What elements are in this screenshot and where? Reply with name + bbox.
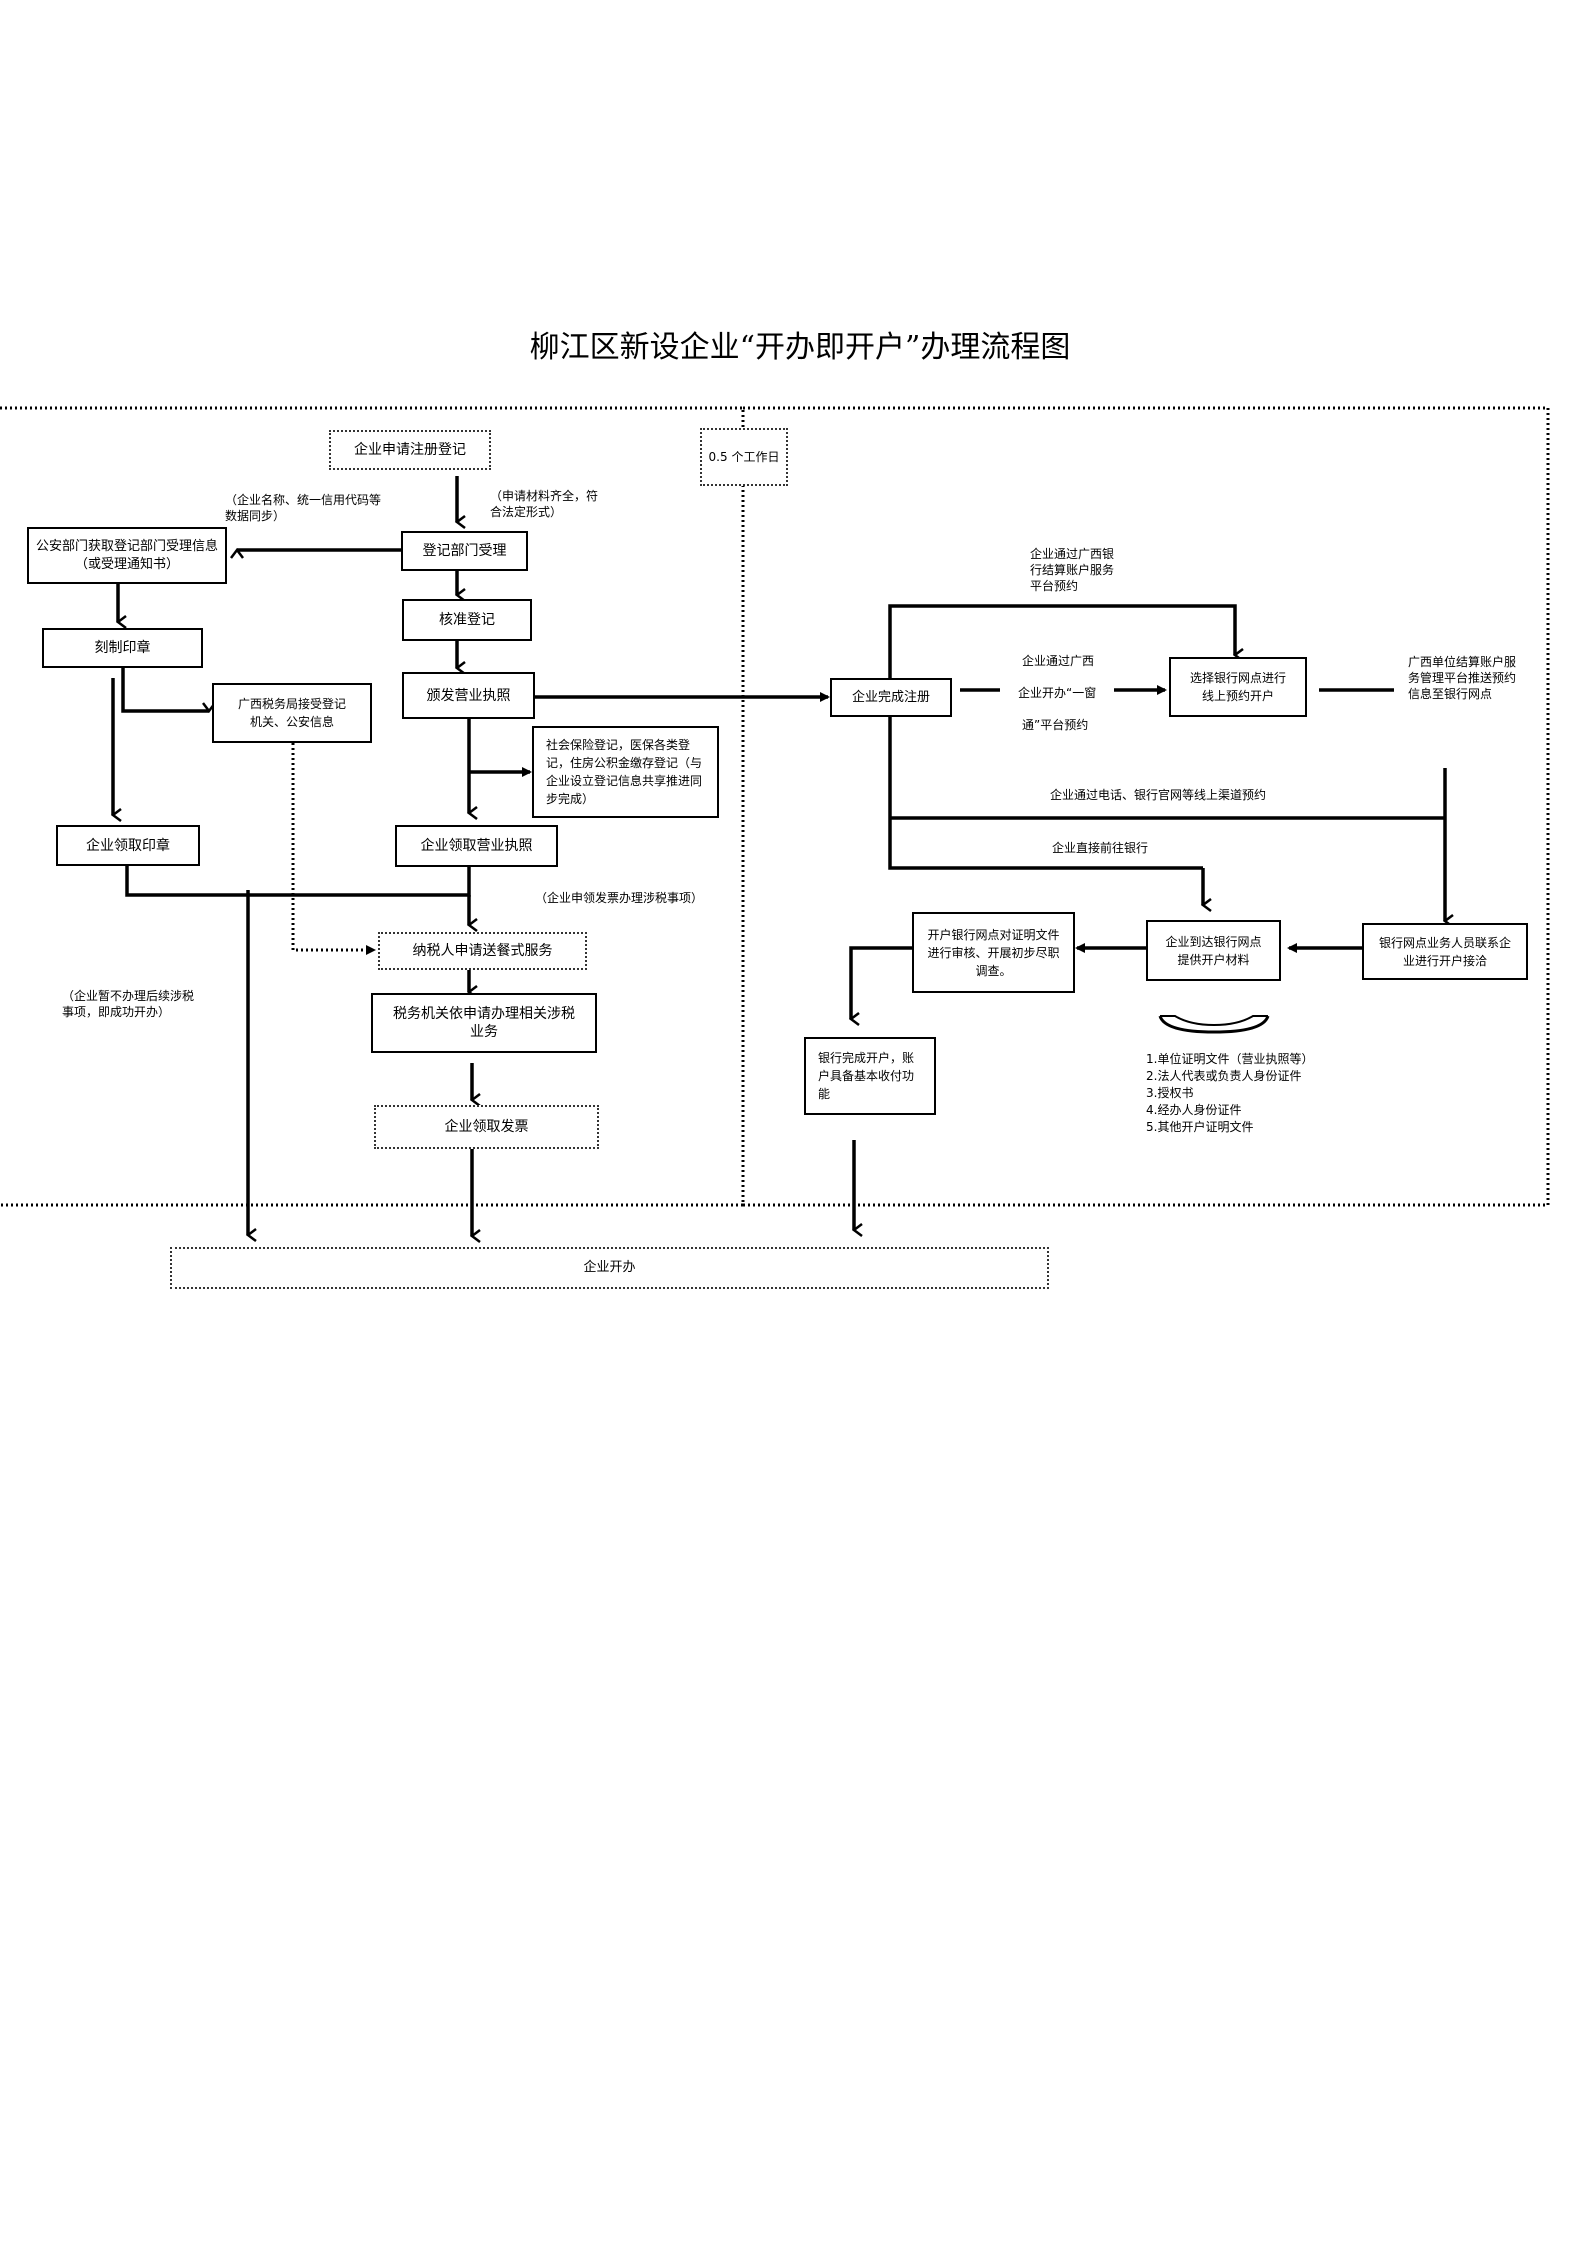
time-limit-label: 0.5 个工作日: [700, 428, 788, 486]
label-one-window-3: 通”平台预约: [1022, 718, 1089, 732]
node-collect-license: 企业领取营业执照: [395, 825, 558, 867]
node-select-branch: 选择银行网点进行线上预约开户: [1169, 657, 1307, 717]
note-data-sync: （企业名称、统一信用代码等数据同步）: [225, 493, 382, 523]
node-tax-business: 税务机关依申请办理相关涉税业务: [371, 993, 597, 1053]
arrow-seal-to-tax-bureau: [121, 668, 209, 711]
materials-item: 4.经办人身份证件: [1146, 1103, 1242, 1117]
note-no-tax-yet: （企业暂不办理后续涉税事项，即成功开办）: [62, 989, 195, 1019]
node-dept-accept: 登记部门受理: [401, 531, 528, 571]
node-approve-register: 核准登记: [402, 599, 532, 641]
materials-item: 1.单位证明文件（营业执照等）: [1146, 1052, 1314, 1066]
materials-list: 1.单位证明文件（营业执照等） 2.法人代表或负责人身份证件 3.授权书 4.经…: [1146, 1051, 1328, 1136]
note-invoice-tax: （企业申领发票办理涉税事项）: [535, 891, 704, 905]
materials-item: 3.授权书: [1146, 1086, 1194, 1100]
node-police-info: 公安部门获取登记部门受理信息（或受理通知书）: [27, 527, 227, 584]
node-bank-staff-contact: 银行网点业务人员联系企业进行开户接洽: [1362, 923, 1528, 980]
label-via-bank-platform: 企业通过广西银行结算账户服务平台预约: [1030, 547, 1115, 593]
node-collect-invoice: 企业领取发票: [374, 1105, 599, 1149]
materials-item: 5.其他开户证明文件: [1146, 1120, 1254, 1134]
node-apply-register: 企业申请注册登记: [329, 430, 491, 470]
label-one-window-2: 企业开办“一窗: [1018, 686, 1097, 700]
arrow-review-to-done: [851, 946, 912, 1019]
node-collect-seal: 企业领取印章: [56, 825, 200, 866]
node-arrive-bank: 企业到达银行网点提供开户材料: [1146, 920, 1281, 981]
note-materials-complete: （申请材料齐全，符合法定形式）: [490, 489, 599, 519]
node-registration-done: 企业完成注册: [830, 678, 952, 717]
left-section-frame: [0, 406, 745, 1207]
node-enterprise-open: 企业开办: [170, 1247, 1049, 1289]
merge-collect-lines: [125, 866, 471, 897]
brace-icon: [1158, 1015, 1270, 1034]
line-registration-down: [888, 717, 1203, 870]
arrow-bank-platform-route: [888, 604, 1235, 678]
page-title: 柳江区新设企业“开办即开户”办理流程图: [529, 330, 1071, 365]
label-one-window-1: 企业通过广西: [1022, 654, 1095, 668]
materials-item: 2.法人代表或负责人身份证件: [1146, 1069, 1302, 1083]
node-taxpayer-service: 纳税人申请送餐式服务: [378, 932, 587, 970]
node-issue-license: 颁发营业执照: [402, 672, 535, 719]
node-bank-review: 开户银行网点对证明文件进行审核、开展初步尽职调查。: [912, 912, 1075, 993]
label-via-phone: 企业通过电话、银行官网等线上渠道预约: [1050, 788, 1267, 802]
label-platform-push: 广西单位结算账户服务管理平台推送预约信息至银行网点: [1408, 655, 1517, 701]
dotted-arrow-tax-bureau-to-service: [291, 743, 376, 955]
node-tax-bureau-receive: 广西税务局接受登记机关、公安信息: [212, 683, 372, 743]
node-social-insurance: 社会保险登记，医保各类登记，住房公积金缴存登记（与企业设立登记信息共享推进同步完…: [532, 726, 719, 818]
label-go-bank-directly: 企业直接前往银行: [1052, 841, 1149, 855]
node-engrave-seal: 刻制印章: [42, 628, 203, 668]
node-bank-done: 银行完成开户，账户具备基本收付功能: [804, 1037, 936, 1115]
